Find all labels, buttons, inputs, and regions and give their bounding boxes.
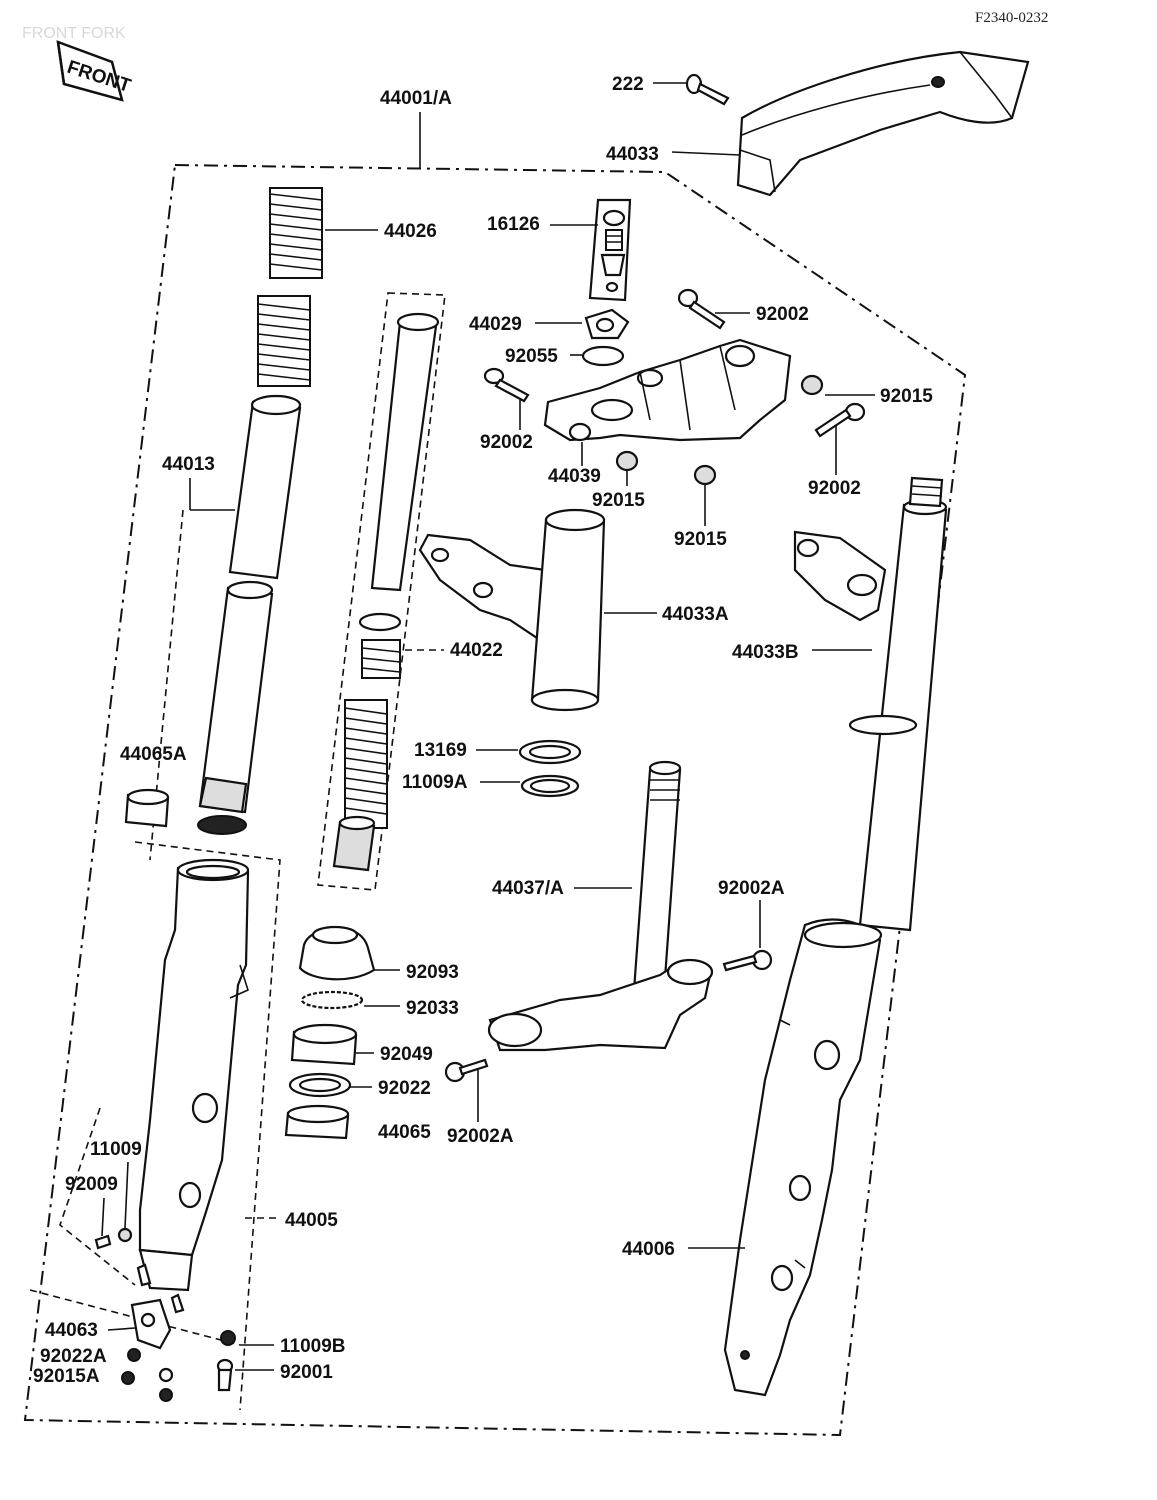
label-44065: 44065	[378, 1122, 431, 1143]
diagram-code: F2340-0232	[975, 10, 1048, 26]
nut-92015-center	[693, 464, 717, 486]
washer-11009B	[220, 1330, 236, 1346]
nut-92015A	[121, 1371, 135, 1385]
headlight-bracket-44033A	[418, 508, 606, 712]
headlight-bracket-44033B	[793, 530, 887, 622]
washer-11009A	[520, 774, 580, 798]
fork-spring-upper-44026	[269, 187, 323, 279]
headlight-bracket-cover-44033	[736, 50, 1030, 197]
label-44022: 44022	[450, 640, 503, 661]
label-92002-upper: 92002	[756, 304, 809, 325]
label-44037A: 44037/A	[492, 878, 564, 899]
label-92002A-right: 92002A	[718, 878, 785, 899]
axle-clamp-44063	[130, 1298, 172, 1350]
rebound-spring-44022	[358, 612, 402, 679]
washer-92022	[288, 1072, 352, 1098]
leader-44033	[671, 151, 741, 156]
bolt-92002-right	[814, 402, 866, 438]
washer-small-a	[158, 1367, 174, 1383]
oil-seal-92049	[290, 1023, 358, 1066]
washer-11009	[117, 1227, 133, 1243]
bolt-222	[685, 73, 730, 106]
cartridge-box	[317, 292, 446, 891]
outer-tube-right-44006	[723, 918, 883, 1397]
lower-leg-box	[134, 841, 281, 1411]
label-92002-right: 92002	[808, 478, 861, 499]
label-92001: 92001	[280, 1362, 333, 1383]
retaining-ring-92033	[300, 990, 364, 1010]
bolt-92002-left	[483, 367, 530, 403]
drain-bolt-92001	[216, 1358, 234, 1392]
leader-92009	[101, 1197, 105, 1237]
label-44063: 44063	[45, 1320, 98, 1341]
label-92015-center: 92015	[674, 529, 727, 550]
label-44029: 44029	[469, 314, 522, 335]
inner-tube-right	[848, 476, 948, 932]
fork-spring-lower	[257, 295, 311, 387]
label-16126: 16126	[487, 214, 540, 235]
diagram-title: FRONT FORK	[22, 25, 126, 42]
label-11009: 11009	[90, 1139, 142, 1160]
label-92049: 92049	[380, 1044, 433, 1065]
washer-92022A	[127, 1348, 141, 1362]
label-92055: 92055	[505, 346, 558, 367]
label-44026: 44026	[384, 221, 437, 242]
label-11009A: 11009A	[402, 772, 468, 793]
bottom-fittings-box	[59, 1107, 136, 1286]
label-92093: 92093	[406, 962, 459, 983]
label-92002A-center: 92002A	[447, 1126, 514, 1147]
front-direction-badge: FRONT	[56, 40, 134, 102]
label-92009: 92009	[65, 1174, 118, 1195]
label-92022: 92022	[378, 1078, 431, 1099]
label-44006: 44006	[622, 1239, 675, 1260]
nut-92015-right	[800, 374, 824, 396]
stem-nut-44029	[584, 308, 630, 340]
label-13169: 13169	[414, 740, 467, 761]
label-44001A: 44001/A	[380, 88, 452, 109]
oil-lock-piece	[332, 815, 376, 872]
inner-tube-44013	[197, 394, 302, 835]
label-44033B: 44033B	[732, 642, 799, 663]
label-92033: 92033	[406, 998, 459, 1019]
upper-bracket-44039	[543, 338, 792, 442]
label-44039: 44039	[548, 466, 601, 487]
o-ring-92055	[581, 345, 625, 367]
bushing-44065A	[124, 788, 170, 828]
label-44013: 44013	[162, 454, 215, 475]
damper-spring	[344, 699, 388, 829]
label-92015-right: 92015	[880, 386, 933, 407]
label-92002-left: 92002	[480, 432, 533, 453]
label-44065A: 44065A	[120, 744, 187, 765]
nut-small-b	[159, 1388, 173, 1402]
air-valve-16126	[588, 198, 632, 302]
bolt-92002-upper	[677, 288, 726, 330]
label-44033: 44033	[606, 144, 659, 165]
screw-92009	[94, 1234, 112, 1250]
bushing-44065	[284, 1104, 350, 1140]
dust-seal-92093	[298, 925, 376, 981]
label-92015A: 92015A	[33, 1366, 100, 1387]
washer-13169	[518, 739, 582, 765]
label-92022A: 92022A	[40, 1346, 107, 1367]
label-44033A: 44033A	[662, 604, 729, 625]
label-11009B: 11009B	[280, 1336, 346, 1357]
steering-stem-44037A	[487, 760, 714, 1052]
label-44005: 44005	[285, 1210, 338, 1231]
damper-rod	[370, 312, 440, 592]
label-92015-left: 92015	[592, 490, 645, 511]
bolt-92002A-center	[444, 1058, 489, 1083]
leader-44063	[107, 1327, 136, 1331]
outer-tube-left-44005	[136, 858, 250, 1314]
bolt-92002A-right	[722, 949, 773, 972]
label-222: 222	[612, 74, 644, 95]
leader-11009	[124, 1161, 129, 1229]
nut-92015-left	[615, 450, 639, 472]
